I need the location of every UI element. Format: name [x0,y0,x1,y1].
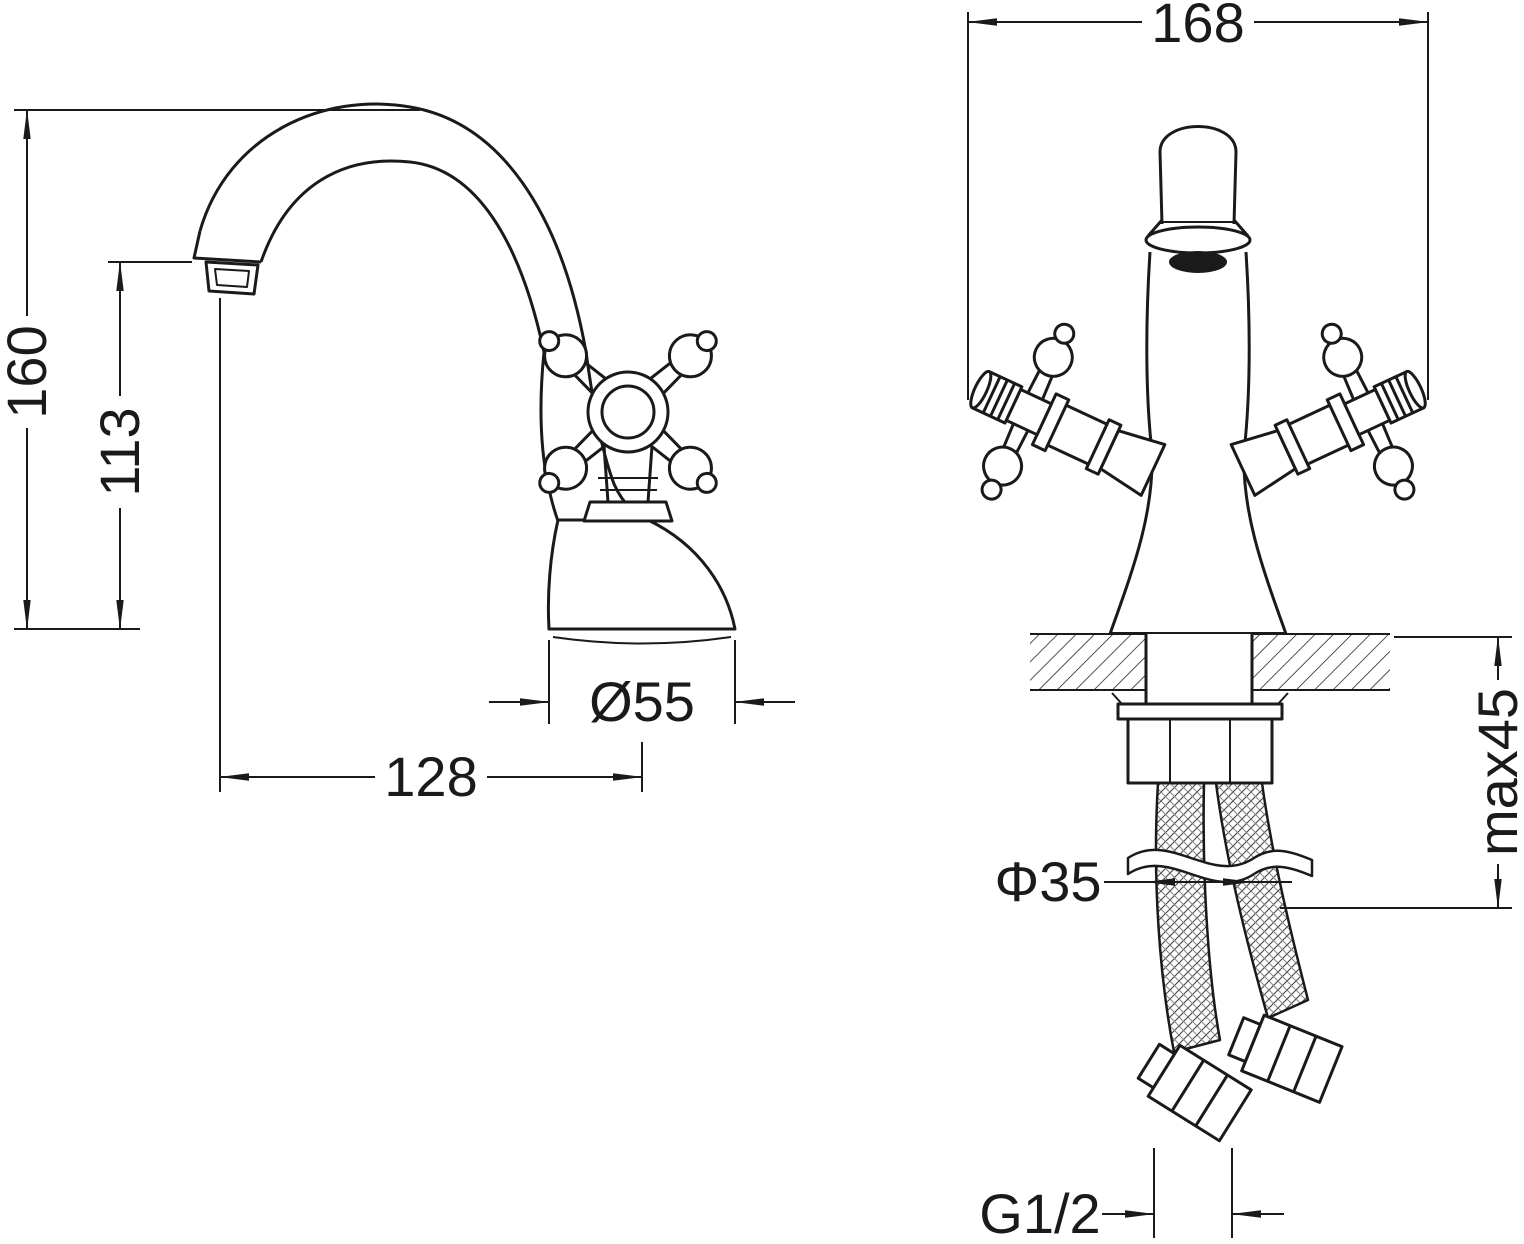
mounting-deck [1030,633,1390,691]
supply-hose-left [1154,781,1222,1054]
spout-outer-curve [198,102,588,353]
label-bg [2,316,52,428]
spout-aerator-opening [214,268,250,288]
body-dome-front [1158,125,1238,225]
dim-label-max-thickness: max45 [1466,688,1524,856]
supply-hose-right [1214,781,1310,1020]
side-view [192,102,737,645]
base-bottom-edge-side [552,636,732,645]
label-bg [1473,680,1523,864]
mounting-washer [1116,702,1284,721]
side-view-dimensions: 160 113 Ø55 128 [0,109,795,808]
nut-facets [1169,719,1231,783]
valve-collar-side [582,500,674,523]
cross-handle-left [933,299,1195,559]
label-bg [1142,0,1254,50]
dim-label-thread: G1/2 [979,1182,1100,1244]
dim-label-outlet-height: 113 [88,407,151,496]
washer-claws [1111,692,1289,705]
body-left-edge-side [539,351,560,522]
front-view-dimensions: 168 max45 Φ35 G1/2 [967,0,1524,1244]
base-flare-side [546,518,737,631]
cross-handle-right [1201,299,1463,559]
front-view [933,125,1463,1143]
deck-hatch-right [1252,634,1390,690]
dim-label-hole-diameter: Φ35 [995,850,1102,913]
cross-handle-side [526,317,730,507]
valve-bonnet-rings-side [598,477,658,491]
mounting-shank [1144,634,1254,704]
valve-bonnet-side [602,445,654,503]
dim-label-overall-width: 168 [1151,0,1244,54]
dim-label-total-height: 160 [0,325,58,418]
spout-tip-face [192,230,262,264]
label-bg [95,396,145,508]
deck-hatch-left [1030,634,1146,690]
handle-hub-inner [600,384,656,440]
dim-label-base-diameter: Ø55 [589,670,695,733]
spout-aerator [204,260,260,296]
spout-inner-curve [259,159,546,353]
hose-break-symbol [1126,848,1314,884]
dim-label-spout-reach: 128 [384,745,477,808]
mounting-nut [1126,717,1274,785]
spout-outlet-opening [1169,251,1227,273]
label-bg [375,752,487,802]
spout-rim-front [1144,225,1252,255]
